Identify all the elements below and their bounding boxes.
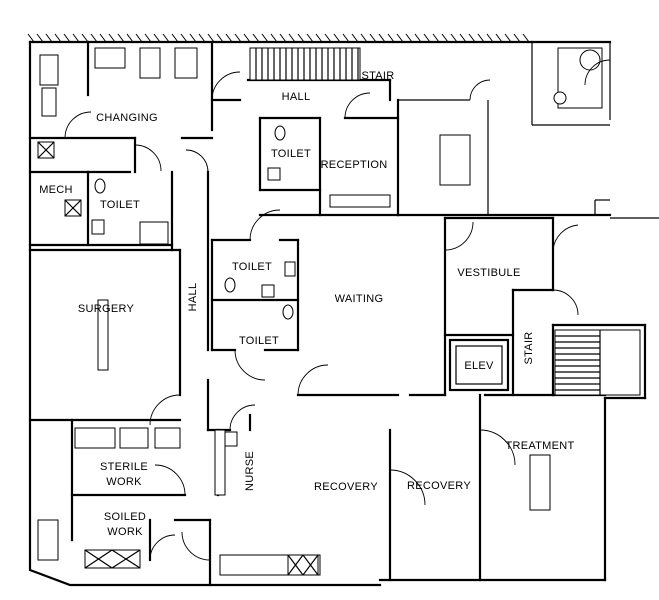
label-vestibule: VESTIBULE xyxy=(457,267,520,279)
label-waiting: WAITING xyxy=(335,293,384,305)
label-soiled: SOILED xyxy=(104,511,146,523)
label-mech: MECH xyxy=(39,184,73,196)
elevator xyxy=(448,338,510,392)
label-toilet-reception: TOILET xyxy=(271,148,311,160)
label-sterile: STERILE xyxy=(100,461,148,473)
label-toilet-center-lower: TOILET xyxy=(239,335,279,347)
label-reception: RECEPTION xyxy=(321,159,388,171)
label-work-soiled: WORK xyxy=(107,526,143,538)
label-hall-vertical: HALL xyxy=(187,283,199,312)
stairs-top xyxy=(249,47,361,81)
label-toilet-center-upper: TOILET xyxy=(232,261,272,273)
label-elev: ELEV xyxy=(464,360,494,372)
exterior-hatch-top xyxy=(27,33,534,44)
label-recovery-right: RECOVERY xyxy=(407,480,471,492)
label-recovery-left: RECOVERY xyxy=(314,481,378,493)
label-toilet-mech: TOILET xyxy=(100,199,140,211)
label-stair-right: STAIR xyxy=(523,331,535,364)
door-swings xyxy=(64,59,611,561)
label-nurse: NURSE xyxy=(244,451,256,491)
label-treatment: TREATMENT xyxy=(505,440,574,452)
label-work-sterile: WORK xyxy=(106,476,142,488)
label-stair-top: STAIR xyxy=(361,70,394,82)
exterior-walls xyxy=(28,40,659,587)
fixtures xyxy=(37,47,603,576)
interior-walls xyxy=(28,40,607,587)
label-changing: CHANGING xyxy=(96,112,158,124)
label-surgery: SURGERY xyxy=(78,303,135,315)
room-labels: STAIR HALL CHANGING TOILET RECEPTION MEC… xyxy=(39,70,574,538)
stairs-right xyxy=(554,329,641,396)
label-hall-top: HALL xyxy=(282,91,311,103)
